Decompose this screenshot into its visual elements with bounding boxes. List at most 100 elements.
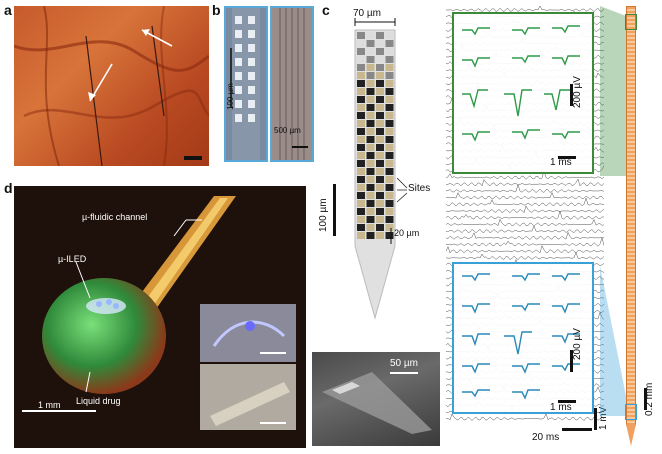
probe-site [385, 176, 394, 183]
trace-line [446, 6, 604, 12]
trace-line [446, 183, 604, 193]
trace-line [446, 413, 604, 421]
bottom-v-label: 200 µV [572, 328, 583, 360]
probe-bottom-highlight [625, 404, 637, 420]
probe-site [385, 112, 394, 119]
panel-b-scale-100: 100 µm [226, 83, 235, 110]
probe-site [385, 152, 394, 159]
probe-site [357, 224, 365, 231]
trace-line [446, 231, 604, 240]
probe-site [376, 48, 384, 55]
probe-site [385, 96, 394, 103]
probe-site [366, 120, 375, 127]
probe-site [366, 112, 375, 119]
probe-site [376, 200, 384, 207]
trace-line [446, 210, 604, 220]
panel-d-photo [14, 186, 306, 448]
probe-site [385, 184, 394, 191]
panel-a-scalebar [184, 156, 202, 160]
probe-site [357, 96, 365, 103]
probe-site [366, 96, 375, 103]
probe-site [385, 72, 394, 79]
panel-b-scale-500: 500 µm [274, 126, 301, 135]
probe-site [385, 216, 394, 223]
probe-site [376, 64, 384, 71]
trace-t-bar [562, 428, 592, 431]
trace-line [446, 197, 604, 207]
probe-site [385, 136, 394, 143]
probe-site [376, 176, 384, 183]
probe-site [357, 136, 365, 143]
probe-site [376, 88, 384, 95]
probe-site [357, 184, 365, 191]
probe-site [357, 48, 365, 55]
probe-site [366, 216, 375, 223]
probe-site [357, 152, 365, 159]
sem-image [312, 352, 440, 446]
probe-site [385, 40, 394, 47]
probe-site [376, 120, 384, 127]
probe-site [376, 32, 384, 39]
probe-site [366, 152, 375, 159]
probe-width-label: 70 µm [353, 8, 381, 19]
probe-site [366, 64, 375, 71]
probe-site [376, 104, 384, 111]
probe-site [357, 232, 365, 239]
probe-site [357, 80, 365, 87]
panel-b-probe-overview [270, 6, 314, 162]
scale-20-label: 20 µm [394, 228, 420, 238]
probe-site [376, 144, 384, 151]
probe-site [357, 200, 365, 207]
top-spike-inset [452, 12, 594, 174]
probe-site [385, 56, 394, 63]
probe-site [385, 80, 394, 87]
probe-site [385, 88, 394, 95]
probe-site [357, 144, 365, 151]
probe-site [376, 40, 384, 47]
probe-site [357, 64, 365, 71]
scale-100-label: 100 µm [318, 198, 329, 232]
probe-site [357, 56, 365, 63]
probe-site [366, 136, 375, 143]
panel-c-label: c [322, 2, 330, 18]
d-scale-label: 1 mm [38, 400, 61, 410]
probe-top-highlight [625, 14, 637, 30]
probe-site [376, 184, 384, 191]
trace-line [446, 237, 604, 247]
probe-site [366, 144, 375, 151]
probe-site [385, 120, 394, 127]
probe-site [366, 208, 375, 215]
probe-site [357, 128, 365, 135]
probe-site [366, 32, 375, 39]
trace-line [446, 205, 604, 214]
probe-site [357, 112, 365, 119]
bottom-spike-inset [452, 262, 594, 414]
probe-schematic [354, 18, 408, 320]
probe-site [376, 168, 384, 175]
probe-scale-label: 0.2 mm [644, 382, 655, 416]
trace-line [446, 192, 604, 200]
probe-site [357, 120, 365, 127]
probe-site [376, 136, 384, 143]
sites-label: Sites [408, 183, 431, 194]
probe-site [366, 104, 375, 111]
probe-site [366, 184, 375, 191]
trace-v-bar [594, 408, 597, 430]
probe-site [376, 80, 384, 87]
drug-label: Liquid drug [76, 396, 121, 406]
top-v-label: 200 µV [572, 76, 583, 108]
probe-site [357, 216, 365, 223]
probe-site [366, 72, 375, 79]
probe-site [376, 224, 384, 231]
probe-site [357, 168, 365, 175]
probe-site [357, 104, 365, 111]
probe-site [366, 56, 375, 63]
probe-site [376, 192, 384, 199]
probe-site [376, 216, 384, 223]
probe-site [357, 176, 365, 183]
probe-site [366, 48, 375, 55]
panel-b-probe-closeup [224, 6, 268, 162]
probe-site [385, 160, 394, 167]
probe-site [357, 160, 365, 167]
probe-site [357, 208, 365, 215]
